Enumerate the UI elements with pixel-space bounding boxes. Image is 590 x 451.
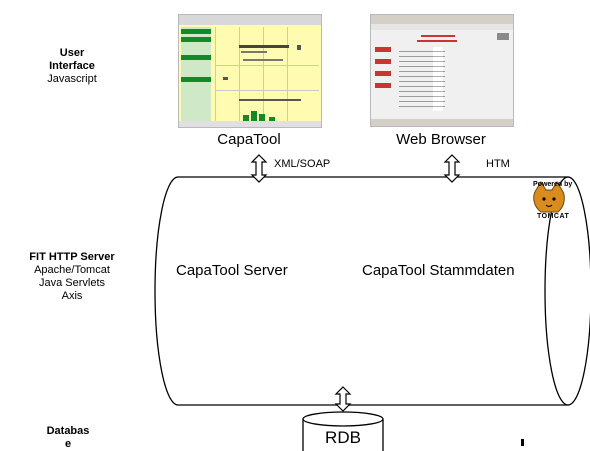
stray-mark bbox=[521, 439, 524, 446]
server-cylinder-body bbox=[154, 176, 569, 406]
server-cylinder-cap bbox=[544, 176, 590, 406]
htm-label: HTM bbox=[486, 158, 510, 170]
capatool-server-label: CapaTool Server bbox=[176, 262, 288, 279]
capatool-caption: CapaTool bbox=[217, 131, 281, 148]
web-browser-screenshot bbox=[370, 14, 514, 127]
db-title-line1: Databas bbox=[46, 425, 90, 437]
ui-title-line2: Interface bbox=[49, 60, 95, 72]
ui-title-line1: User bbox=[59, 47, 85, 59]
ui-sub1: Javascript bbox=[47, 73, 97, 85]
arrow-capatool-server bbox=[250, 154, 268, 183]
db-title-line2: e bbox=[64, 438, 72, 450]
database-cylinder-top bbox=[302, 411, 384, 427]
server-title: FIT HTTP Server bbox=[29, 251, 115, 263]
database-cylinder-body bbox=[302, 419, 384, 451]
xml-soap-label: XML/SOAP bbox=[274, 158, 331, 170]
tomcat-badge-top: Powered by bbox=[533, 181, 573, 188]
layer-label-server: FIT HTTP Server Apache/Tomcat Java Servl… bbox=[16, 251, 128, 303]
server-sub2: Java Servlets bbox=[38, 277, 106, 289]
tomcat-icon bbox=[533, 181, 565, 213]
rdb-label: RDB bbox=[325, 428, 361, 447]
tomcat-badge-bottom: TOMCAT bbox=[537, 213, 570, 220]
server-sub1: Apache/Tomcat bbox=[34, 264, 110, 276]
capatool-stammdaten-label: CapaTool Stammdaten bbox=[362, 262, 515, 279]
layer-label-db: Databas e bbox=[30, 425, 106, 451]
capatool-screenshot bbox=[178, 14, 322, 128]
server-sub3: Axis bbox=[61, 290, 83, 302]
arrow-browser-server bbox=[443, 154, 461, 183]
arrow-server-database bbox=[334, 386, 352, 412]
web-browser-caption: Web Browser bbox=[396, 131, 486, 148]
layer-label-ui: User Interface Javascript bbox=[40, 47, 104, 86]
